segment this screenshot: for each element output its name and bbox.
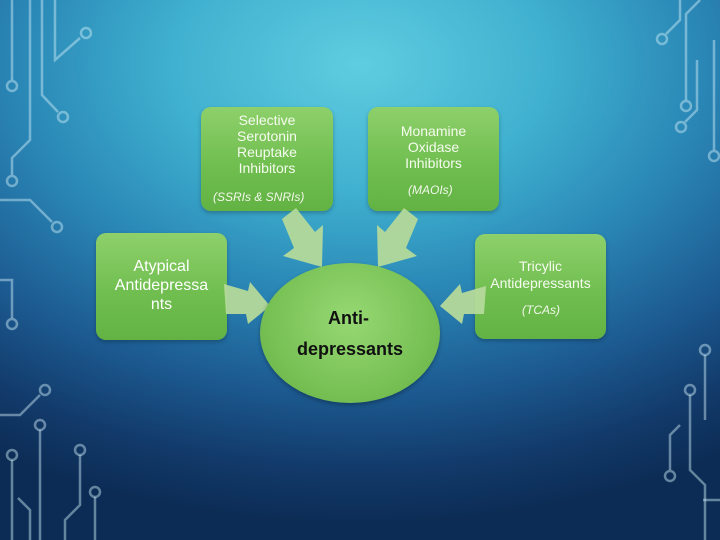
ssri-label-line2: Serotonin bbox=[237, 128, 297, 144]
tricyclic-box: Tricylic Antidepressants (TCAs) bbox=[475, 234, 606, 339]
tricyclic-abbrev: (TCAs) bbox=[522, 303, 560, 317]
atypical-label-line3: nts bbox=[150, 296, 173, 313]
maoi-box: Monamine Oxidase Inhibitors (MAOIs) bbox=[368, 107, 499, 211]
tricyclic-label-line2: Antidepressants bbox=[490, 275, 591, 291]
maoi-abbrev: (MAOIs) bbox=[408, 183, 453, 197]
atypical-box: Atypical Antidepressa nts bbox=[96, 233, 227, 340]
maoi-label-line2: Oxidase bbox=[407, 139, 460, 155]
arrow-atypical-to-center bbox=[224, 282, 270, 324]
maoi-label-line1: Monamine bbox=[400, 123, 467, 139]
tricyclic-label-line1: Tricylic bbox=[518, 258, 563, 274]
arrow-ssri-to-center bbox=[282, 208, 323, 267]
maoi-label-line3: Inhibitors bbox=[405, 155, 462, 171]
center-label-line2: depressants bbox=[296, 339, 404, 359]
atypical-label-line1: Atypical bbox=[133, 258, 190, 275]
ssri-label-line4: Inhibitors bbox=[238, 160, 296, 176]
ssri-label-line3: Reuptake bbox=[237, 144, 297, 160]
arrow-tricyclic-to-center bbox=[440, 284, 486, 324]
center-circle: Anti- depressants bbox=[260, 263, 440, 403]
center-label-line1: Anti- bbox=[328, 308, 369, 328]
atypical-label-line2: Antidepressa bbox=[114, 277, 209, 294]
arrow-maoi-to-center bbox=[377, 208, 418, 267]
ssri-abbrev: (SSRIs & SNRIs) bbox=[213, 190, 305, 204]
ssri-label-line1: Selective bbox=[238, 112, 296, 128]
ssri-box: Selective Serotonin Reuptake Inhibitors … bbox=[201, 107, 333, 211]
